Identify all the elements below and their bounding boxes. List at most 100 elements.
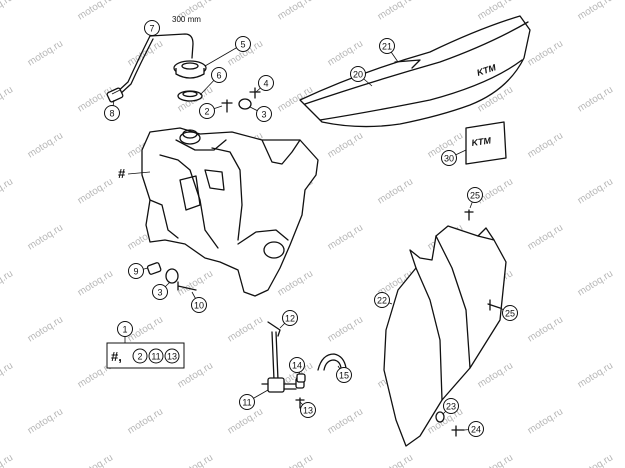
callout-c4: 4 [255,75,274,93]
callout-number: 3 [157,288,162,298]
callout-circle [374,292,390,308]
callout-number: 25 [505,309,515,319]
callout-c22: 22 [374,292,393,308]
callout-circle [239,394,255,410]
callout-circle [144,20,160,36]
tap-screw [295,397,305,409]
callout-c25b: 25 [499,305,518,321]
callout-c12: 12 [279,310,298,329]
callout-number: 1 [122,325,127,335]
watermark-text: motoq.ru [276,452,315,468]
callout-number: 20 [353,70,363,80]
fuel-hose [317,353,347,371]
callout-c21: 21 [379,38,399,63]
callout-circle [336,367,352,383]
watermark-text: motoq.ru [376,452,415,468]
callout-circle [191,297,207,313]
kit-prefix: #, [111,349,122,364]
callout-c5: 5 [204,36,251,67]
watermark-text: motoq.ru [226,406,265,436]
breather-valve [106,87,124,103]
callout-number: 15 [339,371,349,381]
watermark-text: motoq.ru [576,0,615,23]
callout-circle [467,187,483,203]
top-fasteners [221,87,261,113]
callout-number: 23 [446,402,456,412]
watermark-text: motoq.ru [576,176,615,206]
watermark-text: motoq.ru [176,268,215,298]
hose-clip [296,373,306,383]
callout-number: 21 [382,42,392,52]
callout-circle [235,36,251,52]
ktm-sticker: KTM [465,121,507,165]
callout-c23: 23 [442,398,459,415]
watermark-text: motoq.ru [326,222,365,252]
breather-hose [114,33,194,97]
side-fasteners [146,262,197,291]
watermark-text: motoq.ru [26,222,65,252]
callout-number: 4 [263,79,268,89]
kit-item-circle [164,348,180,364]
watermark-text: motoq.ru [576,452,615,468]
callout-circle [300,402,316,418]
watermark-text: motoq.ru [0,0,15,23]
callout-c8: 8 [104,99,120,121]
watermark-text: motoq.ru [526,222,565,252]
callout-number: 7 [149,24,154,34]
callout-c2: 2 [199,103,223,119]
watermark-text: motoq.ru [26,130,65,160]
watermark-text: motoq.ru [526,38,565,68]
kit-item: 2 [132,348,148,364]
tank-marker: # [118,166,126,181]
screw-upper [464,209,474,221]
watermark-text: motoq.ru [326,130,365,160]
kit-box: #, 2 11 13 [106,336,185,369]
watermark-text: motoq.ru [526,314,565,344]
watermark-text: motoq.ru [76,0,115,23]
callout-c11: 11 [239,389,269,410]
watermark-text: motoq.ru [0,452,15,468]
callout-c3b: 3 [152,281,171,300]
callout-circle [256,106,272,122]
kit-item: 13 [164,348,180,364]
hose-length-label: 300 mm [172,15,201,24]
watermark-text: motoq.ru [276,0,315,23]
callout-c25a: 25 [467,187,483,209]
side-cover [383,225,507,447]
watermark-text: motoq.ru [76,268,115,298]
watermark-text: motoq.ru [0,176,15,206]
watermark-text: motoq.ru [226,314,265,344]
callout-circle [441,150,457,166]
watermark-text: motoq.ru [176,452,215,468]
watermark-text: motoq.ru [576,360,615,390]
watermark-text: motoq.ru [126,406,165,436]
callout-c15: 15 [336,365,352,383]
tank-marker-leader [127,171,151,175]
kit-item-number: 11 [151,352,160,362]
callout-number: 13 [303,406,313,416]
watermark-text: motoq.ru [0,84,15,114]
watermark-text: motoq.ru [476,360,515,390]
callout-number: 10 [194,301,204,311]
watermark-text: motoq.ru [26,406,65,436]
kit-item-number: 2 [137,352,142,362]
seat: KTM [299,15,531,128]
callout-number: 12 [285,314,295,324]
callout-number: 9 [133,267,138,277]
callout-circle [468,421,484,437]
watermark-text: motoq.ru [276,268,315,298]
callout-circle [128,263,144,279]
kit-item-number: 13 [167,352,177,362]
callout-number: 22 [377,296,387,306]
watermark-text: motoq.ru [76,452,115,468]
sticker-logo: KTM [471,135,492,148]
callout-number: 6 [216,71,221,81]
watermark-text: motoq.ru [76,176,115,206]
watermark-text: motoq.ru [326,38,365,68]
callout-c7: 7 [144,20,160,36]
callout-c6: 6 [199,67,227,96]
callout-circle [199,103,215,119]
callout-number: 2 [204,107,209,117]
callout-number: 5 [240,40,245,50]
